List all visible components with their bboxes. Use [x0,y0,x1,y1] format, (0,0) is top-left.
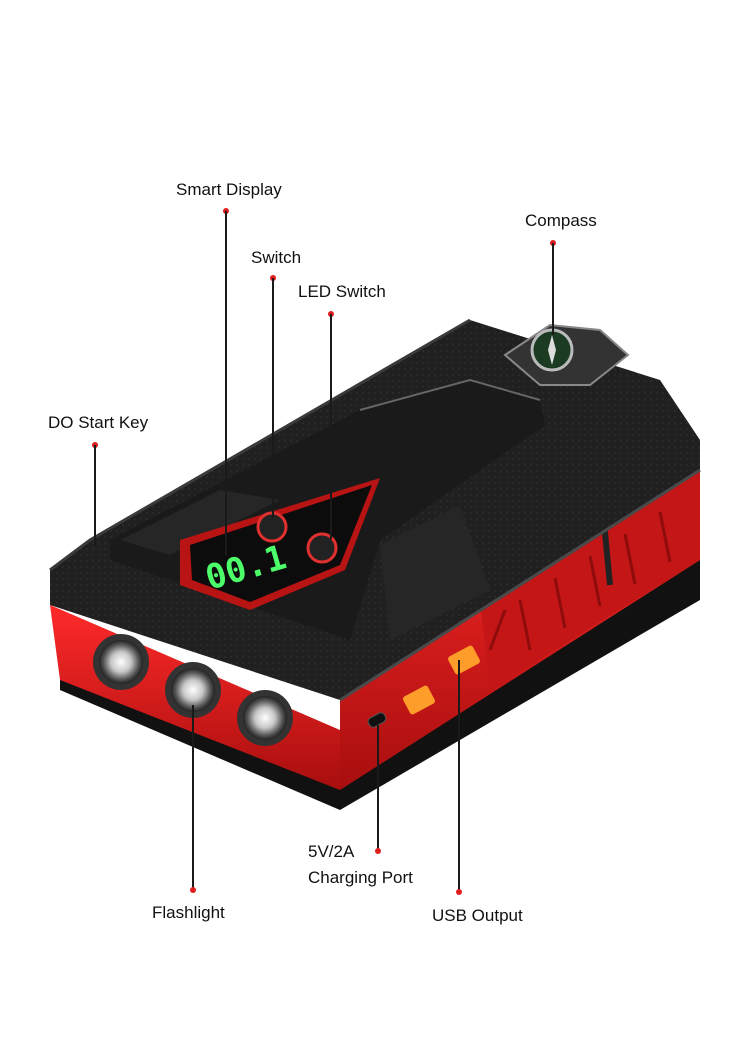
typec-port [367,712,387,728]
led-button [306,532,338,564]
flashlight-label: Flashlight [152,903,225,922]
flashlight-lenses [93,634,293,746]
smart-display-leader [225,211,227,556]
usb-output-dot [456,889,462,895]
flashlight-leader [192,705,194,890]
led-switch-leader [330,314,332,539]
do-start-key-leader [94,445,96,545]
compass-label: Compass [525,211,597,230]
usb-port-2 [448,645,480,675]
flashlight-dot [190,887,196,893]
charging-port-dot [375,848,381,854]
charging-port-label-2: Charging Port [308,868,413,887]
switch-label: Switch [251,248,302,267]
smart-display-label: Smart Display [176,180,282,199]
usb-output-leader [458,660,460,890]
usb-port-1 [403,685,435,715]
usb-output-label: USB Output [432,906,523,925]
charging-port-leader [377,725,379,850]
led-switch-label: LED Switch [298,282,386,301]
do-start-key-label: DO Start Key [48,413,149,432]
compass-leader [552,243,554,335]
switch-leader [272,278,274,518]
charging-port-label-1: 5V/2A [308,842,355,861]
